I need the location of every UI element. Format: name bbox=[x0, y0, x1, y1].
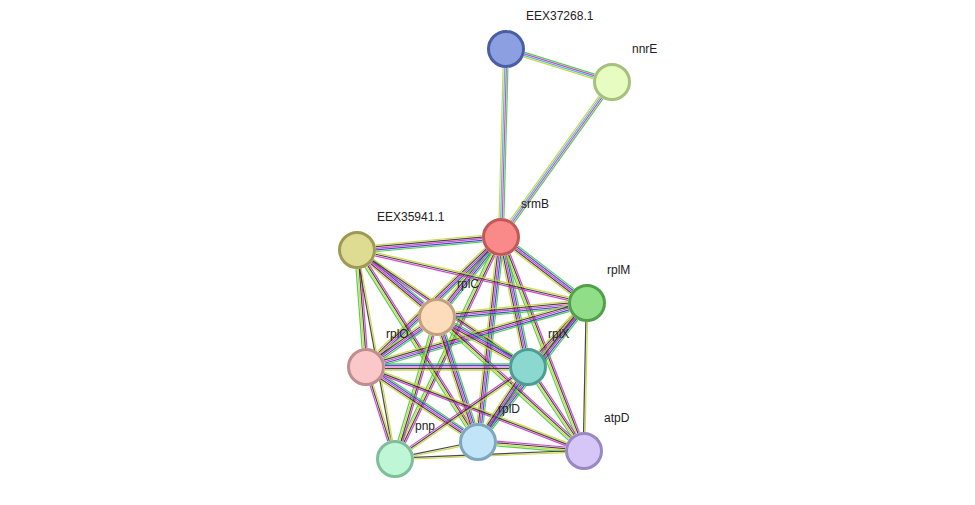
protein-label: nnrE bbox=[632, 42, 657, 56]
evidence-line bbox=[454, 325, 512, 357]
interaction-edge bbox=[401, 253, 495, 443]
evidence-line bbox=[385, 363, 509, 364]
evidence-line bbox=[491, 319, 577, 428]
evidence-line bbox=[513, 98, 602, 222]
evidence-line bbox=[511, 97, 600, 221]
protein-label: EEX37268.1 bbox=[526, 9, 593, 23]
evidence-line bbox=[440, 336, 469, 425]
evidence-line bbox=[517, 247, 573, 290]
interaction-edge bbox=[380, 325, 424, 358]
protein-node: rplC bbox=[418, 298, 456, 336]
evidence-line bbox=[453, 328, 572, 436]
evidence-line bbox=[385, 370, 509, 371]
protein-node: rplO bbox=[347, 348, 385, 386]
evidence-line bbox=[385, 368, 509, 369]
protein-node: EEX35941.1 bbox=[338, 231, 376, 269]
evidence-line bbox=[490, 318, 576, 427]
evidence-line bbox=[537, 384, 572, 436]
evidence-line bbox=[488, 317, 574, 426]
evidence-line bbox=[376, 237, 482, 247]
protein-node: EEX37268.1 bbox=[487, 30, 525, 68]
evidence-line bbox=[454, 326, 512, 358]
protein-label: atpD bbox=[604, 411, 629, 425]
evidence-line bbox=[524, 54, 594, 76]
evidence-line bbox=[523, 57, 593, 79]
protein-node: rplM bbox=[568, 284, 606, 322]
evidence-line bbox=[385, 366, 509, 367]
protein-label: rplX bbox=[548, 327, 569, 341]
evidence-line bbox=[539, 382, 574, 434]
evidence-line bbox=[455, 323, 513, 355]
interaction-edge bbox=[380, 375, 464, 434]
interaction-edge bbox=[537, 381, 576, 436]
protein-label: EEX35941.1 bbox=[377, 210, 444, 224]
evidence-line bbox=[414, 447, 460, 456]
interaction-edge bbox=[376, 236, 483, 252]
evidence-line bbox=[372, 385, 390, 441]
protein-label: pnp bbox=[415, 419, 435, 433]
evidence-line bbox=[516, 249, 572, 292]
interaction-edge bbox=[523, 52, 594, 78]
protein-label: srmB bbox=[521, 197, 549, 211]
evidence-line bbox=[538, 383, 573, 435]
protein-label: rplD bbox=[498, 402, 520, 416]
interaction-edge bbox=[584, 322, 588, 432]
protein-label: rplM bbox=[607, 263, 630, 277]
evidence-line bbox=[373, 385, 391, 441]
protein-node: rplX bbox=[509, 348, 547, 386]
protein-node: atpD bbox=[565, 432, 603, 470]
evidence-line bbox=[413, 445, 459, 454]
evidence-line bbox=[492, 320, 578, 429]
interaction-edge bbox=[413, 445, 459, 456]
evidence-line bbox=[525, 52, 595, 74]
evidence-line bbox=[380, 325, 420, 353]
interaction-edge bbox=[497, 441, 566, 452]
evidence-line bbox=[518, 246, 574, 289]
protein-node: srmB bbox=[482, 218, 520, 256]
interaction-edge bbox=[486, 381, 520, 428]
evidence-line bbox=[376, 236, 482, 246]
evidence-line bbox=[499, 68, 503, 218]
protein-node: pnp bbox=[376, 440, 414, 478]
interaction-edge bbox=[510, 96, 603, 223]
interaction-edge bbox=[499, 68, 508, 218]
evidence-line bbox=[370, 386, 388, 442]
evidence-line bbox=[381, 327, 421, 355]
evidence-line bbox=[584, 322, 586, 432]
protein-node: nnrE bbox=[593, 63, 631, 101]
evidence-line bbox=[541, 381, 576, 433]
protein-node: rplD bbox=[459, 423, 497, 461]
evidence-line bbox=[382, 328, 422, 356]
evidence-line bbox=[385, 365, 509, 366]
evidence-line bbox=[524, 55, 594, 77]
evidence-line bbox=[510, 254, 579, 433]
protein-label: rplC bbox=[457, 277, 479, 291]
evidence-line bbox=[510, 96, 599, 220]
evidence-line bbox=[514, 99, 603, 223]
interaction-edge bbox=[385, 364, 509, 370]
protein-label: rplO bbox=[386, 327, 409, 341]
interaction-edge bbox=[370, 385, 391, 442]
